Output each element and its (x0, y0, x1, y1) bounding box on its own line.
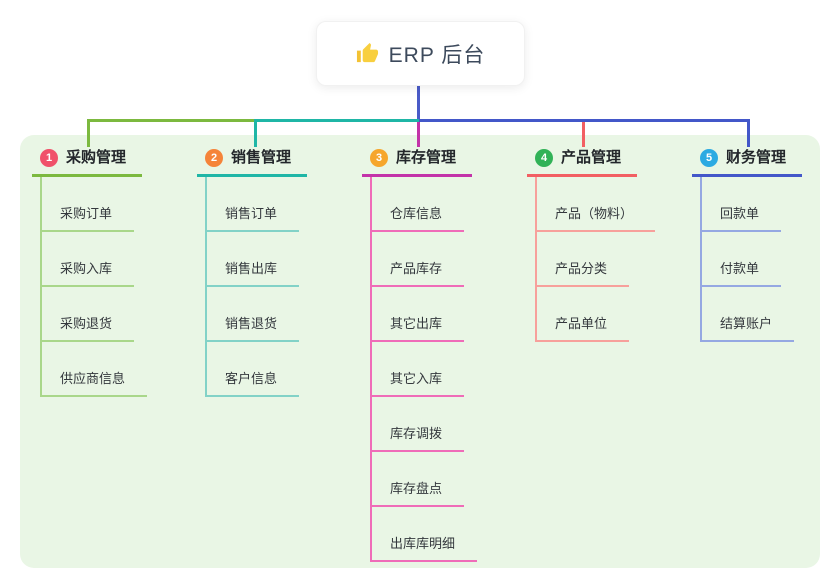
branch-label: 库存管理 (396, 149, 457, 166)
child-node-label[interactable]: 采购退货 (42, 313, 135, 342)
branch-5: 5 财务管理回款单付款单结算账户 (692, 146, 803, 342)
branch-children: 销售订单销售出库销售退货客户信息 (205, 177, 307, 397)
child-node-label[interactable]: 产品（物料） (537, 203, 656, 232)
child-node: 客户信息 (207, 342, 307, 397)
connector-drop-3 (417, 122, 420, 147)
child-node: 产品库存 (372, 232, 477, 287)
branch-3: 3 库存管理仓库信息产品库存其它出库其它入库库存调拨库存盘点出库库明细 (362, 146, 478, 562)
child-node-label[interactable]: 其它出库 (372, 313, 465, 342)
child-node-label[interactable]: 库存盘点 (372, 478, 465, 507)
branch-2: 2 销售管理销售订单销售出库销售退货客户信息 (197, 146, 308, 397)
root-label: ERP 后台 (388, 43, 486, 67)
child-node: 库存盘点 (372, 452, 477, 507)
branch-1: 1 采购管理采购订单采购入库采购退货供应商信息 (32, 146, 148, 397)
branch-header-3[interactable]: 3 库存管理 (362, 146, 473, 177)
branch-header-4[interactable]: 4 产品管理 (527, 146, 638, 177)
child-node: 销售出库 (207, 232, 307, 287)
branch-number-badge: 1 (40, 149, 58, 167)
connector-drop-2 (254, 122, 257, 147)
branch-number-badge: 3 (370, 149, 388, 167)
child-node: 销售订单 (207, 177, 307, 232)
branch-label: 采购管理 (66, 149, 127, 166)
child-node-label[interactable]: 其它入库 (372, 368, 465, 397)
child-node: 采购退货 (42, 287, 147, 342)
branches-panel (20, 135, 820, 568)
child-node: 其它出库 (372, 287, 477, 342)
connector-drop-5 (747, 122, 750, 147)
child-node: 结算账户 (702, 287, 802, 342)
branch-number-badge: 2 (205, 149, 223, 167)
root-node[interactable]: ERP 后台 (316, 21, 525, 86)
branch-header-5[interactable]: 5 财务管理 (692, 146, 803, 177)
child-node: 仓库信息 (372, 177, 477, 232)
child-node: 库存调拨 (372, 397, 477, 452)
child-node: 回款单 (702, 177, 802, 232)
branch-children: 仓库信息产品库存其它出库其它入库库存调拨库存盘点出库库明细 (370, 177, 478, 562)
child-node-label[interactable]: 销售退货 (207, 313, 300, 342)
child-node-label[interactable]: 库存调拨 (372, 423, 465, 452)
branch-label: 产品管理 (561, 149, 622, 166)
branch-children: 回款单付款单结算账户 (700, 177, 802, 342)
branch-label: 销售管理 (231, 149, 292, 166)
child-node-label[interactable]: 产品单位 (537, 313, 630, 342)
child-node: 出库库明细 (372, 507, 478, 562)
connector-drop-1 (87, 122, 90, 147)
child-node-label[interactable]: 供应商信息 (42, 368, 148, 397)
child-node: 采购入库 (42, 232, 147, 287)
child-node: 付款单 (702, 232, 802, 287)
connector-horizontal-5 (419, 119, 750, 122)
child-node: 产品单位 (537, 287, 655, 342)
branch-label: 财务管理 (726, 149, 787, 166)
branch-number-badge: 4 (535, 149, 553, 167)
branch-children: 采购订单采购入库采购退货供应商信息 (40, 177, 148, 397)
child-node: 销售退货 (207, 287, 307, 342)
connector-drop-4 (582, 122, 585, 147)
child-node-label[interactable]: 产品库存 (372, 258, 465, 287)
child-node-label[interactable]: 仓库信息 (372, 203, 465, 232)
branch-4: 4 产品管理产品（物料） 产品分类产品单位 (527, 146, 656, 342)
child-node-label[interactable]: 回款单 (702, 203, 782, 232)
thumbs-up-icon (356, 42, 379, 65)
connector-horizontal-1 (87, 119, 254, 122)
child-node-label[interactable]: 销售出库 (207, 258, 300, 287)
child-node-label[interactable]: 销售订单 (207, 203, 300, 232)
branch-number-badge: 5 (700, 149, 718, 167)
branch-header-2[interactable]: 2 销售管理 (197, 146, 308, 177)
child-node: 采购订单 (42, 177, 147, 232)
branch-children: 产品（物料） 产品分类产品单位 (535, 177, 656, 342)
child-node: 其它入库 (372, 342, 477, 397)
branch-header-1[interactable]: 1 采购管理 (32, 146, 143, 177)
child-node-label[interactable]: 采购入库 (42, 258, 135, 287)
child-node: 产品（物料） (537, 177, 656, 232)
child-node: 供应商信息 (42, 342, 148, 397)
connector-horizontal-2 (254, 119, 419, 122)
child-node-label[interactable]: 客户信息 (207, 368, 300, 397)
child-node-label[interactable]: 结算账户 (702, 313, 795, 342)
child-node-label[interactable]: 付款单 (702, 258, 782, 287)
child-node-label[interactable]: 采购订单 (42, 203, 135, 232)
child-node-label[interactable]: 产品分类 (537, 258, 630, 287)
child-node: 产品分类 (537, 232, 655, 287)
child-node-label[interactable]: 出库库明细 (372, 533, 478, 562)
root-connector-line (417, 84, 420, 122)
